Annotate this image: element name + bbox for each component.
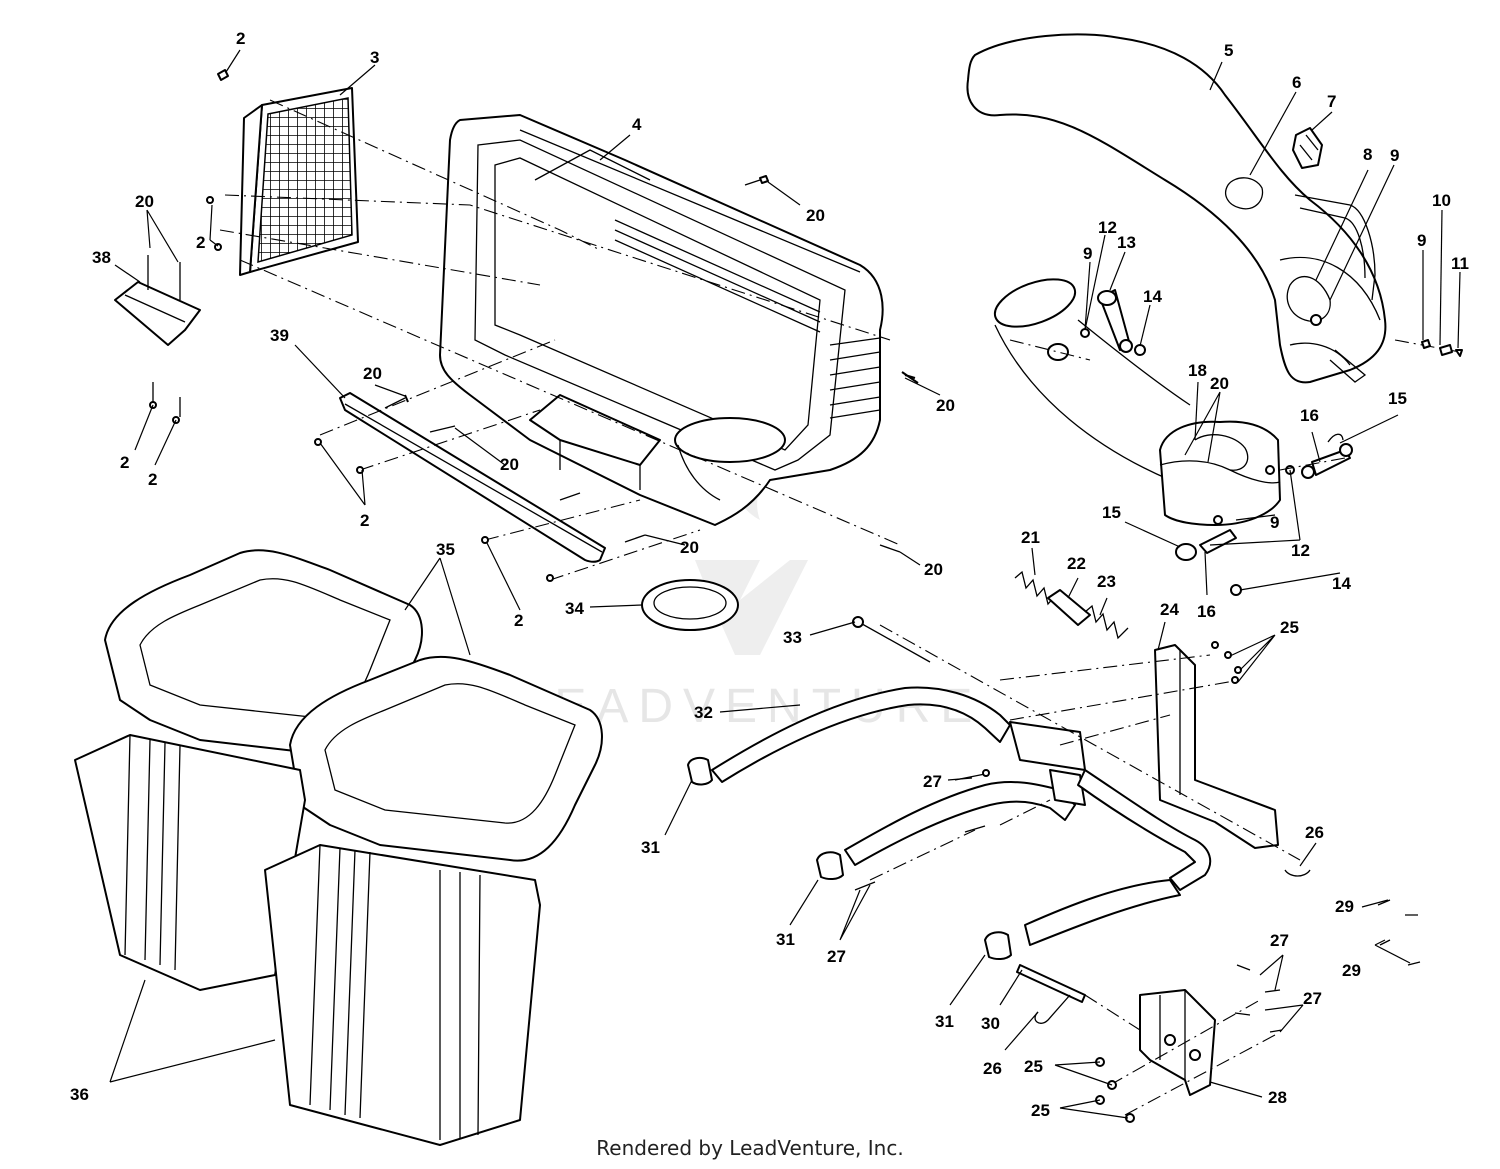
part-5-chute: [966, 33, 1387, 384]
callout-30: 30: [981, 1014, 1000, 1033]
callout-14: 14: [1332, 574, 1351, 593]
callout-2: 2: [120, 453, 129, 472]
callout-16: 16: [1197, 602, 1216, 621]
callout-2: 2: [360, 511, 369, 530]
part-34-ring: [641, 579, 739, 631]
callout-24: 24: [1160, 600, 1179, 619]
callout-20: 20: [806, 206, 825, 225]
callout-15: 15: [1388, 389, 1407, 408]
callout-9: 9: [1270, 513, 1279, 532]
leader-lines: [109, 49, 1461, 1119]
part-38-bracket: [114, 255, 201, 346]
part-7-clip: [1292, 127, 1323, 169]
callout-2: 2: [148, 470, 157, 489]
callout-20: 20: [936, 396, 955, 415]
callout-11: 11: [1451, 254, 1469, 273]
callout-36: 36: [70, 1085, 89, 1104]
callout-26: 26: [983, 1059, 1002, 1078]
callout-27: 27: [1303, 989, 1322, 1008]
part-39-plate: [339, 392, 606, 563]
footer-credit: Rendered by LeadVenture, Inc.: [596, 1136, 904, 1160]
callout-20: 20: [363, 364, 382, 383]
callout-31: 31: [641, 838, 660, 857]
callout-27: 27: [1270, 931, 1289, 950]
callout-34: 34: [565, 599, 584, 618]
callout-16: 16: [1300, 406, 1319, 425]
callout-5: 5: [1224, 41, 1233, 60]
callout-14: 14: [1143, 287, 1162, 306]
callout-9: 9: [1083, 244, 1092, 263]
callout-22: 22: [1067, 554, 1086, 573]
part-4-housing: [439, 114, 884, 526]
part-21-23-springs: [1014, 570, 1129, 640]
callout-25: 25: [1031, 1101, 1050, 1120]
callout-20: 20: [924, 560, 943, 579]
callout-8: 8: [1363, 145, 1372, 164]
callout-3: 3: [370, 48, 379, 67]
callout-31: 31: [776, 930, 795, 949]
callout-18: 18: [1188, 361, 1207, 380]
part-28-bracket: [1139, 989, 1216, 1096]
callout-33: 33: [783, 628, 802, 647]
callout-26: 26: [1305, 823, 1324, 842]
callout-15: 15: [1102, 503, 1121, 522]
callout-31: 31: [935, 1012, 954, 1031]
assembly-lines: [219, 99, 1461, 1116]
callout-20: 20: [1210, 374, 1229, 393]
callout-32: 32: [694, 703, 713, 722]
callout-20: 20: [135, 192, 154, 211]
callout-39: 39: [270, 326, 289, 345]
part-32-frame: [711, 686, 1212, 946]
callout-numbers: 2 3 4 5 6 7 8 9 20 2 38 20 12 13 9 14 10…: [70, 29, 1469, 1120]
callout-12: 12: [1291, 541, 1310, 560]
part-35-bag-tops: [104, 549, 603, 862]
callout-12: 12: [1098, 218, 1117, 237]
callout-21: 21: [1021, 528, 1040, 547]
callout-35: 35: [436, 540, 455, 559]
callout-9: 9: [1417, 231, 1426, 250]
callout-7: 7: [1327, 92, 1336, 111]
callout-28: 28: [1268, 1088, 1287, 1107]
callout-2: 2: [514, 611, 523, 630]
callout-2: 2: [196, 233, 205, 252]
callout-20: 20: [680, 538, 699, 557]
callout-27: 27: [827, 947, 846, 966]
callout-13: 13: [1117, 233, 1136, 252]
part-36-bag-bodies: [74, 734, 541, 1146]
callout-2: 2: [236, 29, 245, 48]
callout-29: 29: [1342, 961, 1361, 980]
part-18-deflector: [1159, 420, 1353, 596]
callout-29: 29: [1335, 897, 1354, 916]
callout-4: 4: [632, 115, 642, 134]
callout-27: 27: [923, 772, 942, 791]
hardware: [149, 69, 1463, 1123]
callout-10: 10: [1432, 191, 1451, 210]
callout-25: 25: [1024, 1057, 1043, 1076]
callout-9: 9: [1390, 146, 1399, 165]
part-31-grips: [687, 756, 1012, 961]
callout-6: 6: [1292, 73, 1301, 92]
callout-23: 23: [1097, 572, 1116, 591]
part-3-screen: [239, 87, 359, 276]
callout-20: 20: [500, 455, 519, 474]
callout-25: 25: [1280, 618, 1299, 637]
part-24-bracket: [1154, 644, 1279, 849]
callout-38: 38: [92, 248, 111, 267]
